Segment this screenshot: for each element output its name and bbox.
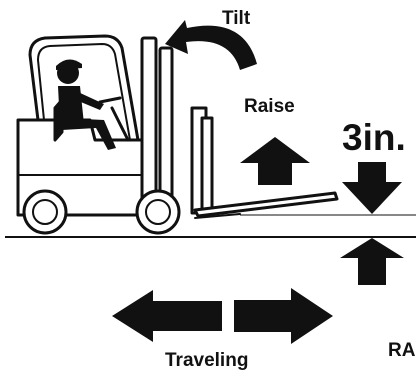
left-arrow-icon — [112, 290, 222, 342]
tilt-label: Tilt — [222, 8, 251, 29]
operator-icon — [56, 59, 116, 150]
clearance-label: 3in. — [342, 117, 406, 158]
clearance-up-arrow-icon — [340, 238, 404, 285]
tilt-arrow-icon — [165, 20, 257, 70]
front-wheel — [135, 189, 181, 235]
down-arrow-icon — [342, 162, 402, 214]
raise-label: Raise — [244, 96, 295, 117]
cut-off-label: RA — [388, 340, 416, 361]
up-arrow-icon — [240, 137, 310, 185]
traveling-label: Traveling — [165, 350, 248, 371]
right-arrow-icon — [234, 288, 333, 344]
rear-wheel — [22, 189, 68, 235]
